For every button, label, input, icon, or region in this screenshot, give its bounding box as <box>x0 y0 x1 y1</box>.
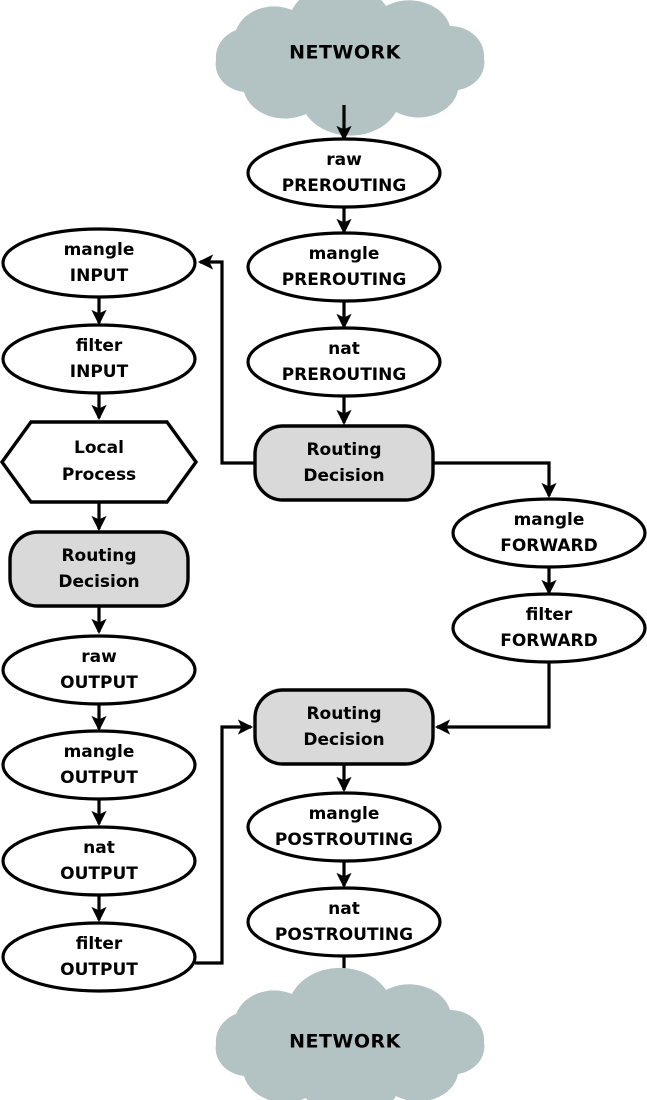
ellipse-shape <box>1 921 197 993</box>
node-nat-output: nat OUTPUT <box>1 825 197 897</box>
edge-routing-decision-to-mangle-input <box>197 254 255 465</box>
node-mangle-input-line2: INPUT <box>70 266 129 286</box>
node-nat-postrouting-line1: nat <box>328 899 360 919</box>
node-nat-postrouting: nat POSTROUTING <box>246 886 442 958</box>
cloud-network-bottom-label: NETWORK <box>289 1031 402 1053</box>
node-mangle-postrouting-line1: mangle <box>309 804 380 824</box>
node-filter-output-line2: OUTPUT <box>60 960 138 980</box>
rounded-shape <box>253 688 435 766</box>
hexagon-shape <box>0 420 199 504</box>
node-mangle-output-line1: mangle <box>64 742 135 762</box>
node-nat-postrouting-line2: POSTROUTING <box>275 925 413 945</box>
node-mangle-input: mangle INPUT <box>1 227 197 299</box>
node-nat-prerouting: nat PREROUTING <box>246 326 442 398</box>
node-filter-forward-line1: filter <box>526 605 573 625</box>
node-raw-output-line2: OUTPUT <box>60 673 138 693</box>
node-raw-output: raw OUTPUT <box>1 634 197 706</box>
node-mangle-forward: mangle FORWARD <box>451 497 647 569</box>
node-mangle-prerouting: mangle PREROUTING <box>246 231 442 303</box>
routing-decision-output-line2: Decision <box>58 572 139 592</box>
cloud-shape <box>215 0 485 136</box>
node-filter-forward-line2: FORWARD <box>500 631 598 651</box>
routing-decision-prerouting-line2: Decision <box>303 466 384 486</box>
node-nat-prerouting-line1: nat <box>328 339 360 359</box>
edge-routing-decision-to-mangle-forward <box>433 461 557 499</box>
routing-decision-postrouting-line2: Decision <box>303 730 384 750</box>
node-mangle-forward-line1: mangle <box>514 510 585 530</box>
routing-decision-prerouting-line1: Routing <box>306 440 381 460</box>
edge-filter-forward-to-routing-decision-postrouting <box>434 662 551 735</box>
node-mangle-output-line2: OUTPUT <box>60 768 138 788</box>
node-mangle-forward-line2: FORWARD <box>500 536 598 556</box>
node-nat-prerouting-line2: PREROUTING <box>282 365 407 385</box>
node-nat-output-line1: nat <box>83 838 115 858</box>
node-filter-input-line2: INPUT <box>70 362 129 382</box>
node-mangle-postrouting: mangle POSTROUTING <box>246 791 442 863</box>
rounded-shape <box>8 530 190 608</box>
cloud-shape <box>215 967 485 1100</box>
routing-decision-output-line1: Routing <box>61 546 136 566</box>
node-raw-prerouting: raw PREROUTING <box>246 137 442 209</box>
node-mangle-output: mangle OUTPUT <box>1 729 197 801</box>
node-filter-output-line1: filter <box>76 934 123 954</box>
cloud-network-top-label: NETWORK <box>289 42 402 64</box>
cloud-network-top: NETWORK <box>215 0 485 136</box>
routing-decision-postrouting-line1: Routing <box>306 704 381 724</box>
rounded-shape <box>253 424 435 502</box>
node-filter-forward: filter FORWARD <box>451 592 647 664</box>
cloud-network-bottom: NETWORK <box>215 967 485 1100</box>
node-local-process-line2: Process <box>62 465 136 485</box>
node-local-process-line1: Local <box>74 438 124 458</box>
node-mangle-prerouting-line2: PREROUTING <box>282 270 407 290</box>
node-raw-output-line1: raw <box>81 647 117 667</box>
node-filter-input: filter INPUT <box>1 323 197 395</box>
node-raw-prerouting-line2: PREROUTING <box>282 176 407 196</box>
node-mangle-prerouting-line1: mangle <box>309 244 380 264</box>
node-local-process: Local Process <box>0 420 199 504</box>
node-raw-prerouting-line1: raw <box>326 150 362 170</box>
node-mangle-postrouting-line2: POSTROUTING <box>275 830 413 850</box>
node-mangle-input-line1: mangle <box>64 240 135 260</box>
edge-filter-output-to-routing-decision-postrouting <box>195 719 254 965</box>
node-routing-decision-postrouting: Routing Decision <box>253 688 435 766</box>
node-nat-output-line2: OUTPUT <box>60 864 138 884</box>
node-routing-decision-output: Routing Decision <box>8 530 190 608</box>
node-filter-input-line1: filter <box>76 336 123 356</box>
node-routing-decision-prerouting: Routing Decision <box>253 424 435 502</box>
node-filter-output: filter OUTPUT <box>1 921 197 993</box>
